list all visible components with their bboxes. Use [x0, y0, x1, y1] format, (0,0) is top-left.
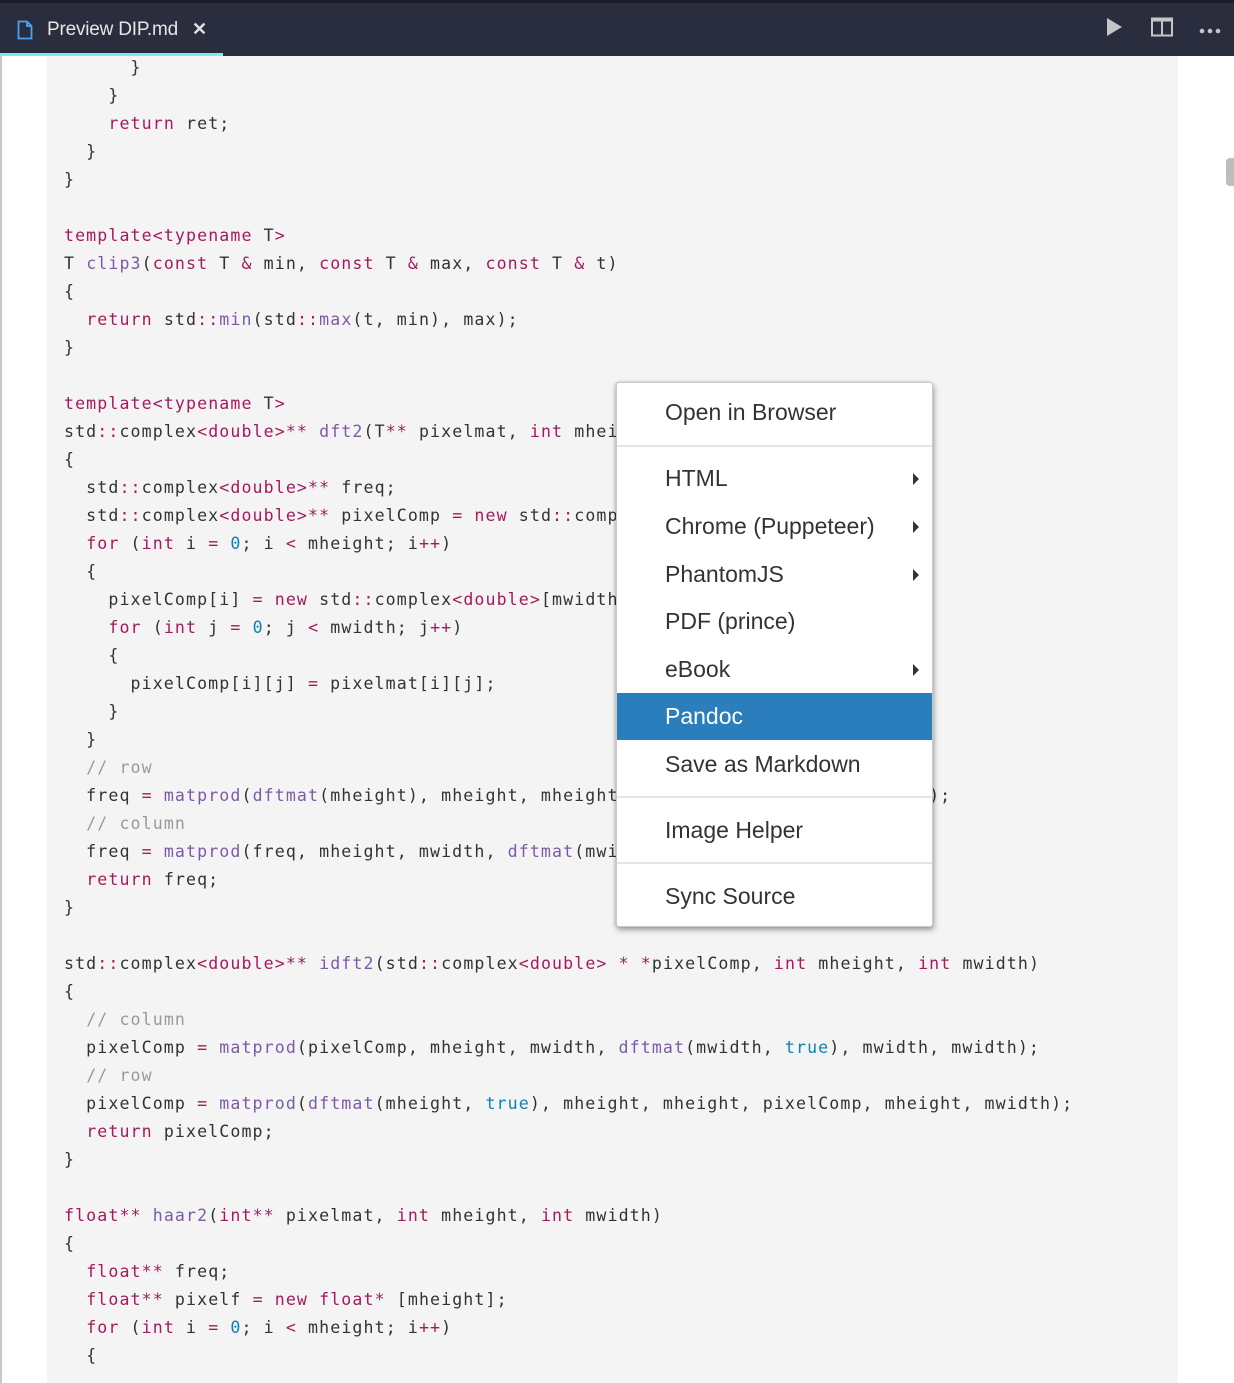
code-line: return freq;: [86, 870, 220, 889]
code-line: [64, 194, 1073, 222]
menu-item-label: Chrome (Puppeteer): [665, 513, 875, 539]
code-line: for (int j = 0; j < mwidth; j++): [108, 618, 464, 637]
menu-separator: [617, 796, 932, 798]
submenu-arrow-icon: [913, 472, 919, 485]
code-line: template<typename T>: [64, 394, 286, 413]
code-line: // row: [86, 758, 153, 777]
code-line: return ret;: [108, 114, 231, 133]
code-line: {: [64, 450, 76, 469]
code-line: // column: [86, 1010, 186, 1029]
submenu-arrow-icon: [913, 568, 919, 581]
menu-separator: [617, 445, 932, 447]
menu-item-label: eBook: [665, 656, 731, 682]
run-button[interactable]: [1090, 3, 1138, 56]
left-border: [0, 56, 2, 1383]
code-line: [64, 1174, 1073, 1202]
tab-bar: Preview DIP.md ✕: [0, 0, 1234, 56]
code-line: }: [64, 142, 98, 161]
menu-item-label: HTML: [665, 465, 728, 491]
menu-item-pandoc[interactable]: Pandoc: [617, 693, 932, 740]
code-line: }: [64, 86, 120, 105]
menu-item-label: Save as Markdown: [665, 751, 861, 777]
code-line: return std::min(std::max(t, min), max);: [86, 310, 519, 329]
code-line: {: [64, 646, 120, 665]
more-actions-button[interactable]: [1186, 3, 1234, 56]
code-line: }: [64, 702, 120, 721]
code-line: float** pixelf = new float* [mheight];: [86, 1290, 508, 1309]
code-line: std::complex<double>** freq;: [64, 478, 397, 497]
code-line: // row: [86, 1066, 153, 1085]
code-line: std::complex<double>** idft2(std::comple…: [64, 954, 1041, 973]
menu-item-chrome-puppeteer[interactable]: Chrome (Puppeteer): [617, 503, 932, 550]
code-line: pixelComp = matprod(dftmat(mheight, true…: [64, 1094, 1074, 1113]
menu-item-pdf-prince[interactable]: PDF (prince): [617, 598, 932, 645]
code-line: {: [64, 282, 76, 301]
menu-item-open-in-browser[interactable]: Open in Browser: [617, 389, 932, 436]
tab-title: Preview DIP.md: [47, 18, 178, 40]
code-line: {: [64, 982, 76, 1001]
play-icon: [1104, 17, 1124, 42]
submenu-arrow-icon: [913, 663, 919, 676]
code-line: return pixelComp;: [86, 1122, 275, 1141]
file-icon: [17, 20, 33, 40]
code-line: {: [64, 562, 98, 581]
menu-item-label: PhantomJS: [665, 561, 784, 587]
split-editor-button[interactable]: [1138, 3, 1186, 56]
split-editor-icon: [1151, 17, 1173, 42]
menu-item-label: Open in Browser: [665, 399, 837, 425]
menu-item-save-as-markdown[interactable]: Save as Markdown: [617, 741, 932, 788]
code-line: // column: [86, 814, 186, 833]
code-block: } } return ret; }} template<typename T> T…: [47, 56, 1178, 1383]
code-line: }: [64, 1150, 76, 1169]
code-line: for (int i = 0; i < mheight; i++): [86, 534, 453, 553]
menu-item-phantomjs[interactable]: PhantomJS: [617, 551, 932, 598]
tab-preview-dip[interactable]: Preview DIP.md ✕: [0, 3, 223, 56]
code-line: }: [64, 170, 76, 189]
code-line: }: [64, 58, 142, 77]
code-line: float** haar2(int** pixelmat, int mheigh…: [64, 1206, 663, 1225]
code-line: pixelComp[i][j] = pixelmat[i][j];: [64, 674, 497, 693]
menu-item-ebook[interactable]: eBook: [617, 646, 932, 693]
menu-separator: [617, 862, 932, 864]
menu-item-image-helper[interactable]: Image Helper: [617, 807, 932, 854]
submenu-arrow-icon: [913, 520, 919, 533]
code-line: }: [64, 730, 98, 749]
menu-item-label: Image Helper: [665, 817, 804, 843]
code-line: pixelComp[i] = new std::complex<double>[…: [64, 590, 641, 609]
scrollbar-thumb[interactable]: [1226, 158, 1234, 186]
code-line: {: [64, 1346, 98, 1365]
code-line: {: [64, 1234, 76, 1253]
code-line: }: [64, 898, 76, 917]
menu-item-label: Sync Source: [665, 883, 796, 909]
menu-item-label: Pandoc: [665, 703, 744, 729]
code-line: for (int i = 0; i < mheight; i++): [86, 1318, 453, 1337]
context-menu: Open in Browser HTML Chrome (Puppeteer) …: [616, 382, 933, 927]
editor-toolbar: [1090, 3, 1234, 56]
menu-item-html[interactable]: HTML: [617, 455, 932, 502]
menu-item-label: PDF (prince): [665, 608, 796, 634]
code-line: template<typename T>: [64, 226, 286, 245]
active-tab-indicator: [0, 53, 223, 56]
menu-item-sync-source[interactable]: Sync Source: [617, 873, 932, 920]
close-icon[interactable]: ✕: [191, 19, 208, 39]
code-line: float** freq;: [86, 1262, 231, 1281]
code-line: T clip3(const T & min, const T & max, co…: [64, 254, 619, 273]
code-line: }: [64, 338, 76, 357]
more-actions-icon: [1199, 21, 1221, 39]
code-line: pixelComp = matprod(pixelComp, mheight, …: [64, 1038, 1040, 1057]
